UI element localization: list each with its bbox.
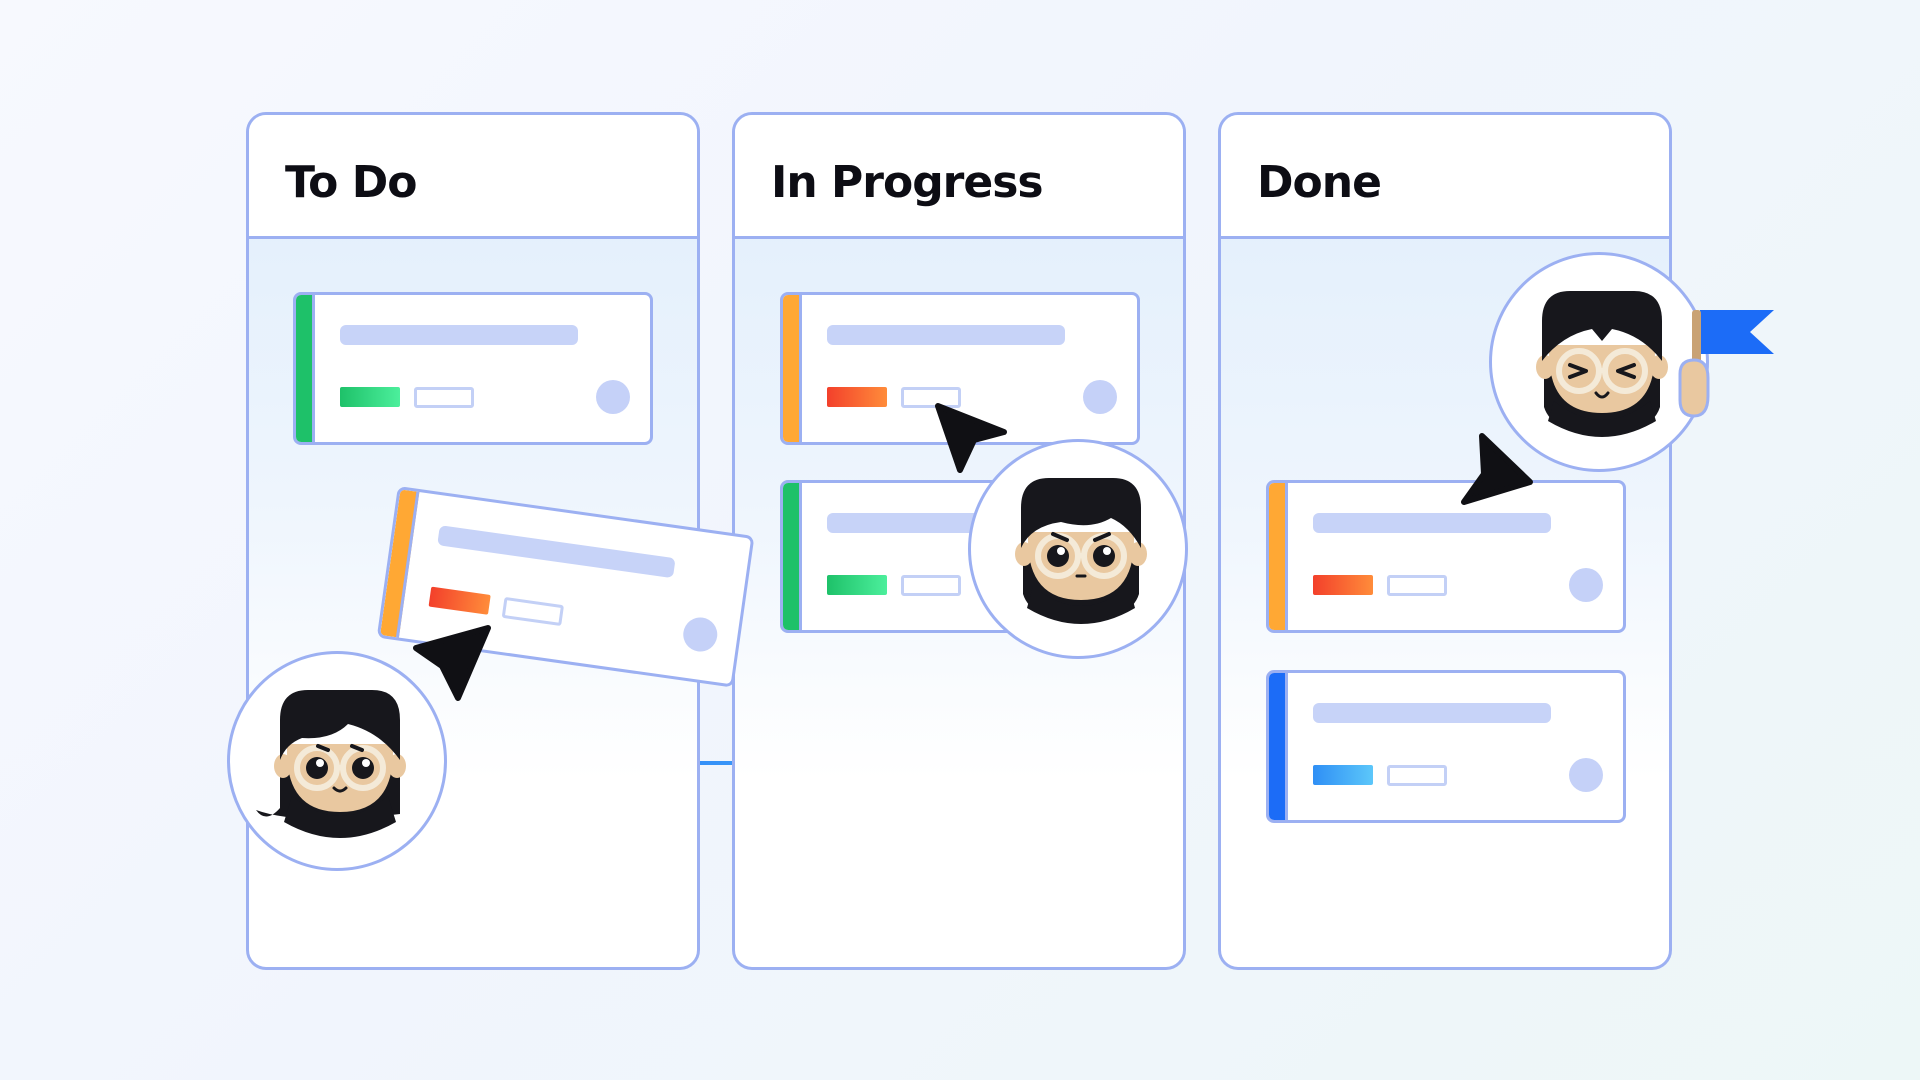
- card-tag: [340, 387, 400, 407]
- priority-stripe: [1269, 483, 1288, 630]
- user-avatar-icon: [1489, 252, 1709, 472]
- card-title-placeholder: [1313, 703, 1551, 723]
- assignee-dot-icon: [1083, 380, 1117, 414]
- card-tag-empty: [901, 387, 961, 408]
- assignee-dot-icon: [596, 380, 630, 414]
- column-header-done: Done: [1221, 115, 1669, 239]
- flag-icon: [1678, 310, 1774, 418]
- avatar-face-left: [256, 690, 406, 838]
- card-title-placeholder: [340, 325, 578, 345]
- cursor-arrow-icon: [413, 625, 491, 701]
- column-header-todo: To Do: [249, 115, 697, 239]
- card-tag: [827, 387, 887, 407]
- cursor-arrow-icon: [935, 403, 1007, 473]
- assignee-dot-icon: [681, 615, 720, 654]
- user-avatar-icon: [968, 439, 1188, 659]
- card-tag-empty: [501, 596, 565, 627]
- card-tag-empty: [1387, 765, 1447, 786]
- column-title-in-progress: In Progress: [771, 157, 1044, 208]
- priority-stripe: [783, 483, 802, 630]
- column-title-done: Done: [1257, 157, 1382, 208]
- card-title-placeholder: [1313, 513, 1551, 533]
- card-title-placeholder: [827, 325, 1065, 345]
- priority-stripe: [783, 295, 802, 442]
- column-header-in-progress: In Progress: [735, 115, 1183, 239]
- card-tag-empty: [1387, 575, 1447, 596]
- cursor-arrow-icon: [1461, 433, 1533, 505]
- column-title-todo: To Do: [285, 157, 417, 208]
- task-card[interactable]: [1266, 670, 1626, 823]
- priority-stripe: [1269, 673, 1288, 820]
- assignee-dot-icon: [1569, 568, 1603, 602]
- avatar-face-middle: [1015, 478, 1147, 624]
- card-tag: [428, 586, 491, 615]
- avatar-face-right: [1536, 291, 1668, 437]
- card-tag-empty: [414, 387, 474, 408]
- user-avatar-icon: [227, 651, 447, 871]
- card-tag: [827, 575, 887, 595]
- assignee-dot-icon: [1569, 758, 1603, 792]
- card-tag: [1313, 765, 1373, 785]
- card-tag-empty: [901, 575, 961, 596]
- task-card[interactable]: [293, 292, 653, 445]
- card-title-placeholder: [437, 525, 676, 579]
- card-tag: [1313, 575, 1373, 595]
- task-card[interactable]: [1266, 480, 1626, 633]
- priority-stripe: [296, 295, 315, 442]
